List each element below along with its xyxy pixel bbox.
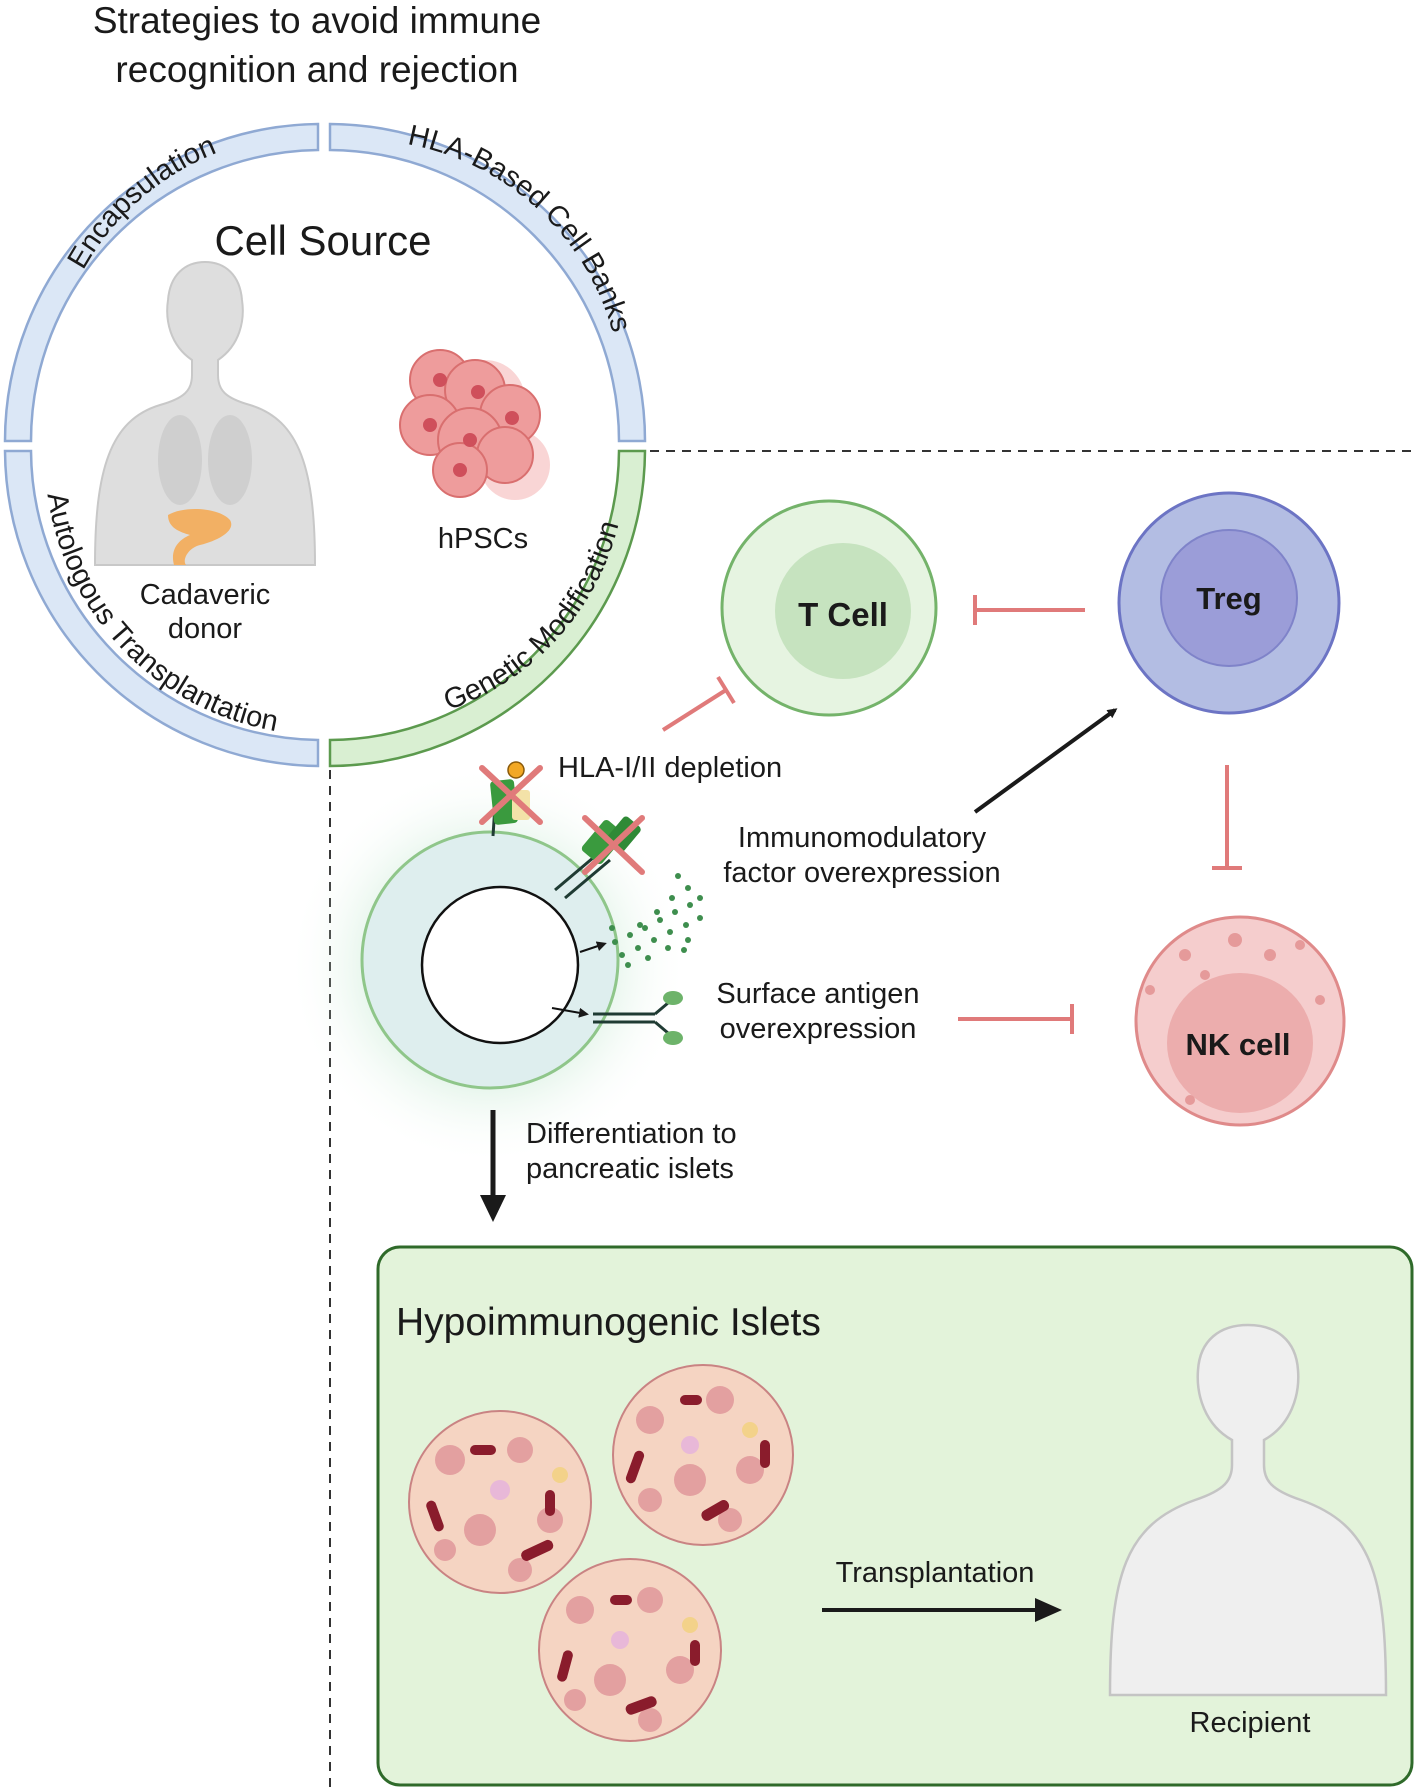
arc-segment-hla-banks — [328, 122, 647, 443]
arrow-immuno-to-treg — [973, 708, 1118, 814]
arrow-secretion — [579, 941, 607, 953]
recipient-body-icon — [1108, 1323, 1388, 1697]
label-diff-line-2: pancreatic islets — [526, 1153, 734, 1185]
islet-cluster-icon-2 — [612, 1364, 794, 1546]
cell-nucleus — [420, 885, 580, 1045]
inhibit-hla-to-tcell — [661, 688, 728, 732]
engineered-cell — [288, 765, 688, 1165]
label-hla-depletion: HLA-I/II depletion — [558, 752, 782, 784]
treg-cell: Treg — [1117, 491, 1341, 715]
recipient-label: Recipient — [1190, 1707, 1311, 1739]
hpsc-cluster-icon — [399, 349, 550, 500]
label-immuno-line-1: Immunomodulatory — [738, 822, 987, 854]
donor-body-icon — [93, 260, 317, 566]
label-immuno-line-2: factor overexpression — [723, 857, 1000, 889]
cell-source-ring — [3, 122, 647, 768]
nk-cell-label: NK cell — [1185, 1027, 1290, 1062]
label-surface-line-2: overexpression — [720, 1013, 917, 1045]
islet-cluster-icon-1 — [408, 1410, 592, 1594]
secreted-factor-dots — [609, 873, 703, 968]
islets-title: Hypoimmunogenic Islets — [396, 1301, 821, 1344]
label-diff-line-1: Differentiation to — [526, 1118, 737, 1150]
arc-segment-genetic — [328, 449, 647, 768]
arc-label-encapsulation: Encapsulation — [62, 130, 221, 275]
hla-receptor-icon-1 — [479, 761, 543, 837]
label-transplantation: Transplantation — [836, 1557, 1035, 1589]
hpsc-label: hPSCs — [438, 523, 528, 555]
label-surface-line-1: Surface antigen — [716, 978, 919, 1010]
surface-antigen-icon — [593, 991, 683, 1045]
treg-label: Treg — [1196, 581, 1261, 616]
title-line-2: recognition and rejection — [115, 49, 518, 90]
t-cell: T Cell — [720, 499, 938, 717]
islet-cluster-icon-3 — [538, 1558, 722, 1742]
pancreas-icon — [168, 508, 232, 565]
title-line-1: Strategies to avoid immune — [93, 0, 541, 41]
t-cell-label: T Cell — [798, 596, 888, 633]
nk-cell: NK cell — [1134, 915, 1346, 1127]
arc-segment-autologous — [3, 449, 320, 768]
arc-label-hla-banks: HLA-Based Cell Banks — [405, 119, 637, 335]
hla-receptor-icon-2 — [554, 815, 645, 900]
cell-source-title: Cell Source — [214, 217, 431, 264]
arrow-surface — [551, 1007, 589, 1018]
donor-label-line-2: donor — [168, 613, 243, 645]
donor-label-line-1: Cadaveric — [140, 579, 271, 611]
arc-segment-encapsulation — [3, 122, 320, 443]
inhibition-connectors — [661, 595, 1242, 1034]
